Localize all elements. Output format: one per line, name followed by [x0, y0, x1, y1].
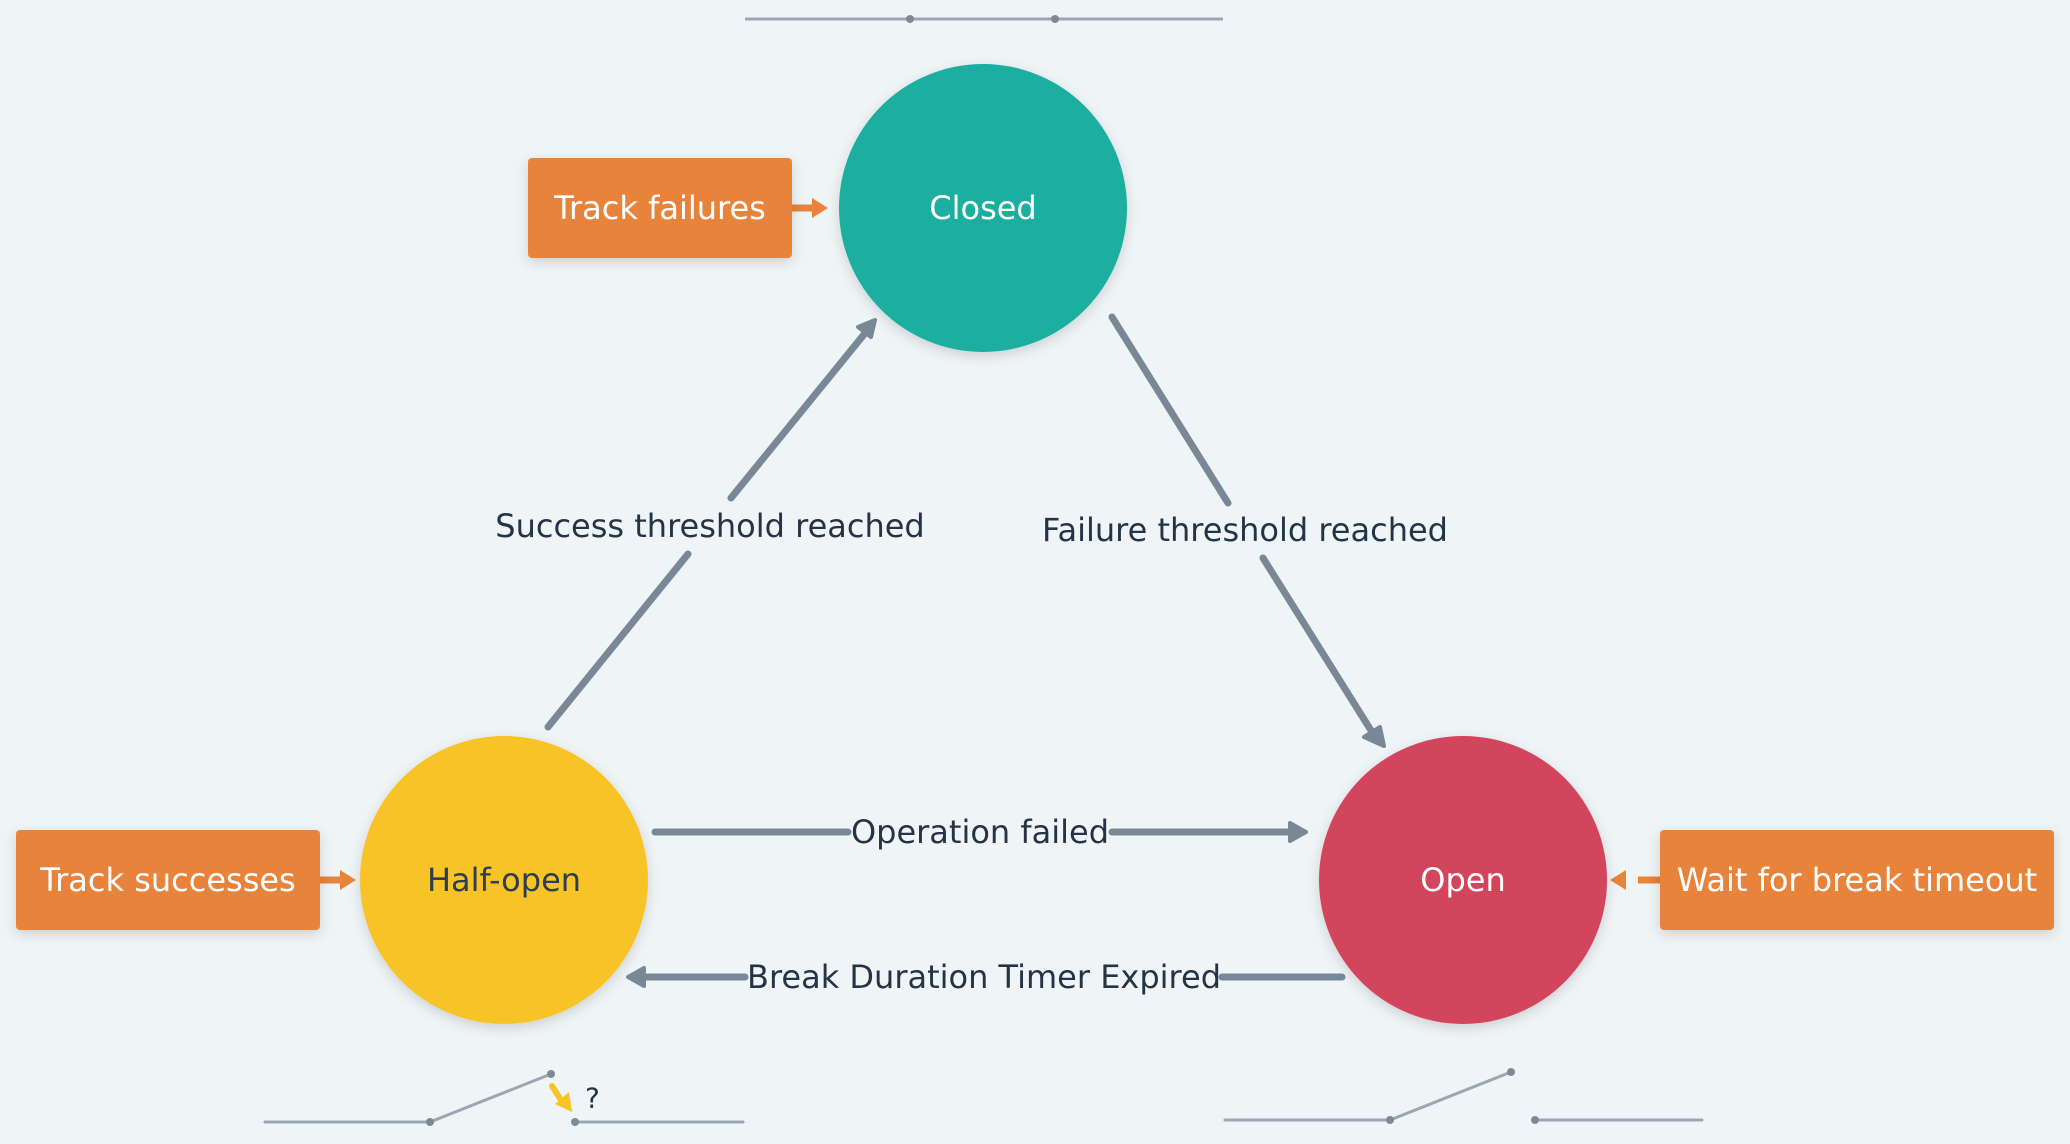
edge-open-to-halfopen [626, 966, 1346, 988]
track-failures-connector [792, 198, 828, 218]
label-break-timer-expired: Break Duration Timer Expired [747, 958, 1221, 996]
action-track-successes-box [16, 830, 320, 930]
half-open-switch-icon: ? [263, 1070, 745, 1126]
label-failure-threshold: Failure threshold reached [1042, 511, 1448, 549]
open-switch-icon [1223, 1068, 1704, 1124]
action-track-successes-label: Track successes [39, 861, 295, 899]
action-wait-for-break-timeout[interactable]: Wait for break timeout [1660, 830, 2054, 930]
action-track-failures[interactable]: Track failures [528, 158, 792, 258]
state-half-open-label: Half-open [427, 861, 581, 899]
action-track-successes[interactable]: Track successes [16, 830, 320, 930]
wait-timeout-connector [1610, 870, 1660, 890]
state-open-circle [1319, 736, 1607, 1024]
state-half-open-circle [360, 736, 648, 1024]
state-closed[interactable]: Closed [839, 64, 1127, 352]
closed-switch-icon [745, 15, 1223, 23]
edge-closed-to-open [1108, 313, 1386, 748]
track-successes-connector [320, 870, 356, 890]
state-open[interactable]: Open [1319, 736, 1607, 1024]
action-track-failures-box [528, 158, 792, 258]
edge-halfopen-to-open [651, 821, 1308, 843]
yellow-arrow-icon [549, 1083, 572, 1112]
label-operation-failed: Operation failed [851, 813, 1109, 851]
state-closed-label: Closed [929, 189, 1036, 227]
state-open-label: Open [1420, 861, 1505, 899]
state-half-open[interactable]: Half-open [360, 736, 648, 1024]
action-track-failures-label: Track failures [553, 189, 766, 227]
label-success-threshold: Success threshold reached [495, 507, 924, 545]
action-wait-timeout-label: Wait for break timeout [1677, 861, 2037, 899]
switch-question-mark: ? [585, 1082, 600, 1115]
state-closed-circle [839, 64, 1127, 352]
action-wait-timeout-box [1660, 830, 2054, 930]
edge-halfopen-to-closed [544, 318, 877, 731]
